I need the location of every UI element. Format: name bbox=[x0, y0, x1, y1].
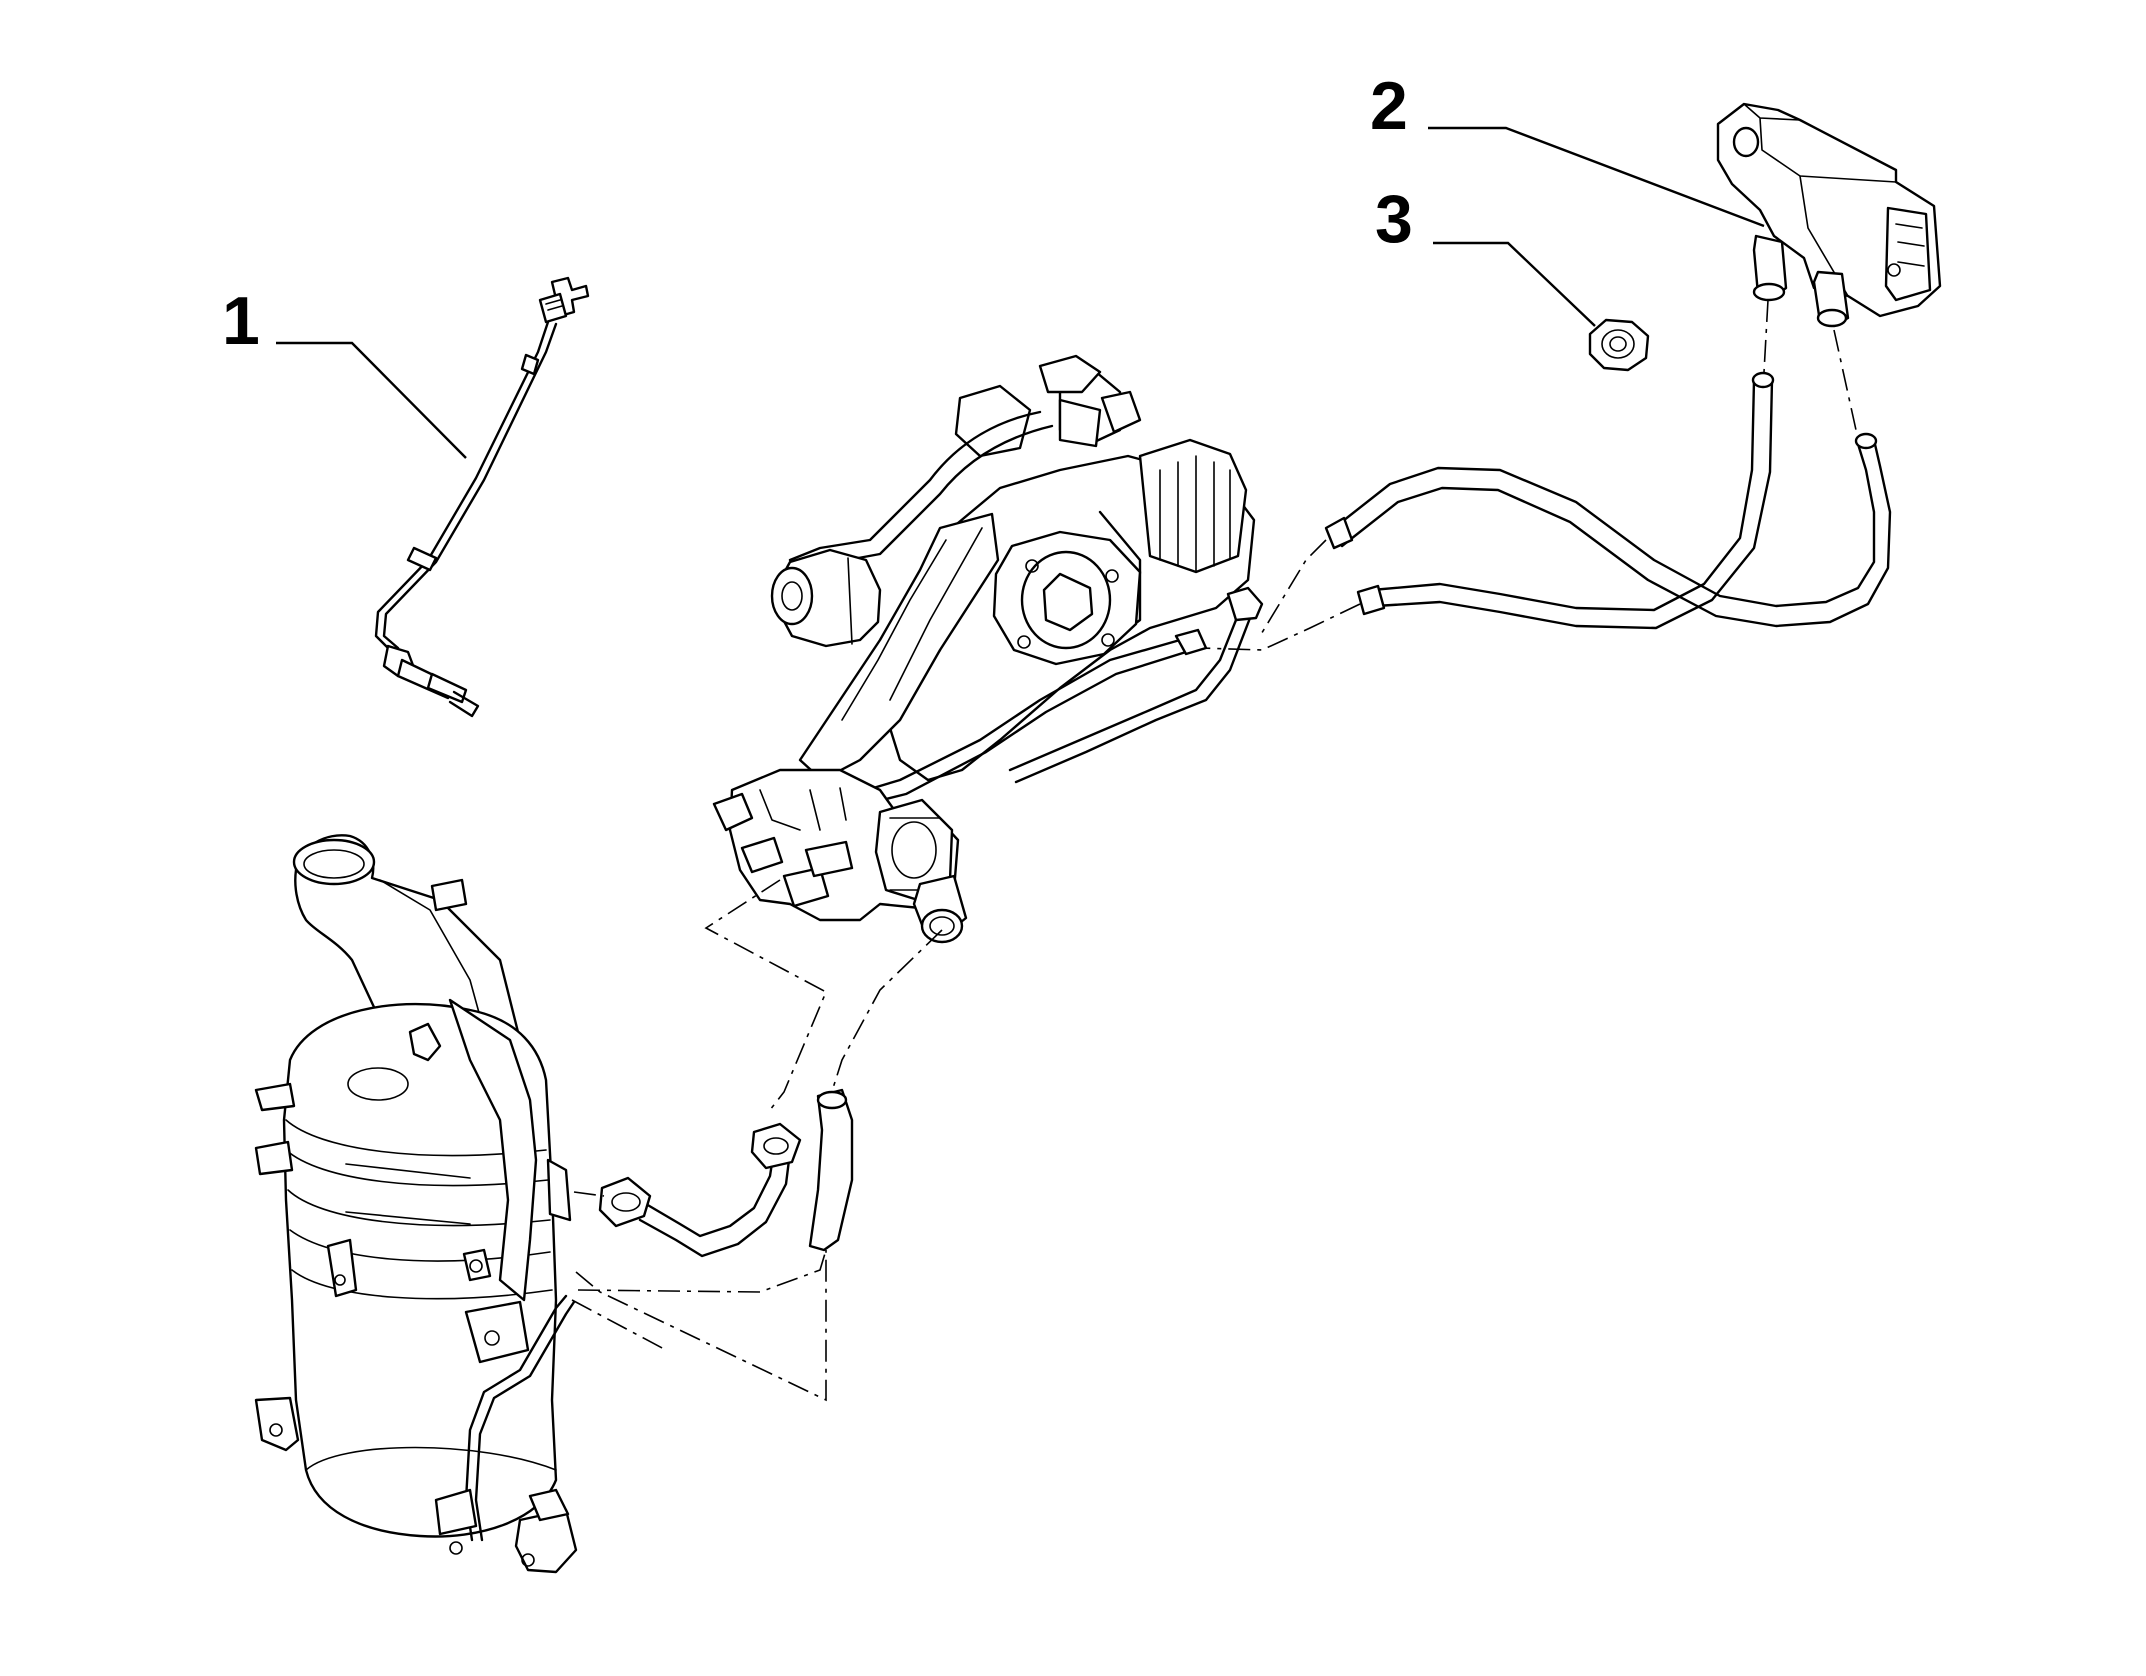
pressure-sensor-icon[interactable] bbox=[1716, 102, 1942, 328]
callout-1-leader bbox=[276, 341, 467, 459]
particulate-filter-assembly bbox=[254, 834, 578, 1574]
connecting-pipes bbox=[571, 1088, 854, 1402]
callout-2-leader bbox=[1428, 126, 1765, 228]
callout-3-leader bbox=[1433, 241, 1596, 327]
callout-3[interactable]: 3 bbox=[1375, 181, 1596, 327]
sensor-hoses bbox=[1199, 299, 1892, 651]
callout-1[interactable]: 1 bbox=[222, 283, 467, 459]
nut-icon[interactable] bbox=[1588, 318, 1650, 372]
temperature-sensor-icon[interactable] bbox=[374, 276, 590, 718]
callout-2-label: 2 bbox=[1370, 68, 1408, 144]
callout-1-label: 1 bbox=[222, 283, 260, 359]
callout-2[interactable]: 2 bbox=[1370, 68, 1765, 228]
callout-3-label: 3 bbox=[1375, 181, 1413, 257]
egr-module-assembly bbox=[704, 354, 1264, 1111]
